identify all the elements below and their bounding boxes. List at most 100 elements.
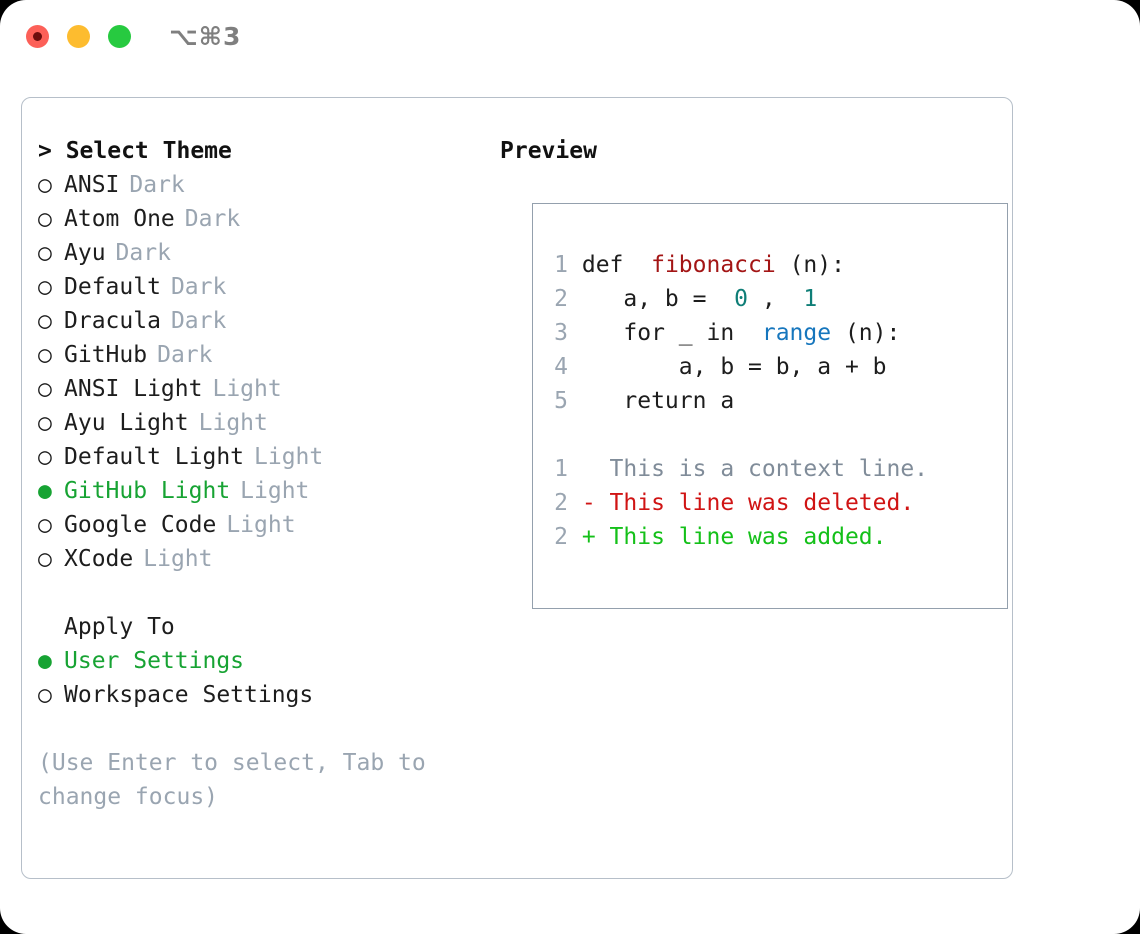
- maximize-button[interactable]: [108, 25, 131, 48]
- keyboard-shortcut-label: ⌥⌘3: [169, 22, 242, 51]
- code-line: 5 return a: [553, 384, 928, 418]
- preview-box: 1 def fibonacci (n): 2 a, b = 0 , 1 3 for …: [532, 203, 1008, 609]
- theme-option-variant-badge: Light: [143, 546, 213, 572]
- theme-option-ansi[interactable]: ○ ANSI Dark: [38, 168, 468, 202]
- theme-option-label: ANSI: [64, 172, 120, 198]
- theme-option-variant-badge: Dark: [170, 274, 227, 300]
- theme-option-label: Ayu Light: [64, 410, 189, 436]
- radio-unselected-icon: ○: [38, 512, 52, 538]
- theme-option-ansi-light[interactable]: ○ ANSI Light Light: [38, 372, 468, 406]
- theme-option-github-light[interactable]: ● GitHub Light Light: [38, 474, 468, 508]
- theme-option-default[interactable]: ○ Default Dark: [38, 270, 468, 304]
- theme-option-variant-badge: Dark: [170, 308, 227, 334]
- code-token: (n):: [831, 320, 901, 346]
- preview-column: Preview 1 def fibonacci (n): 2 a, b = 0 ,…: [500, 134, 1008, 609]
- code-token: for _ in: [568, 320, 749, 346]
- code-token: 1: [789, 286, 818, 312]
- line-number: 2: [554, 524, 568, 550]
- code-line: 4 a, b = b, a + b: [553, 350, 928, 384]
- radio-unselected-icon: ○: [38, 206, 52, 232]
- line-number: 2: [554, 286, 568, 312]
- apply-to-heading: Apply To: [64, 614, 175, 640]
- spacer: [38, 576, 468, 610]
- theme-option-default-light[interactable]: ○ Default Light Light: [38, 440, 468, 474]
- theme-option-variant-badge: Light: [240, 478, 310, 504]
- theme-option-label: GitHub Light: [64, 478, 231, 504]
- code-token: range: [748, 320, 832, 346]
- line-number: 5: [554, 388, 568, 414]
- code-token: (n):: [775, 252, 845, 278]
- code-token: fibonacci: [637, 252, 776, 278]
- code-line: 3 for _ in range (n):: [553, 316, 928, 350]
- line-number: 1: [554, 252, 568, 278]
- radio-unselected-icon: ○: [38, 172, 52, 198]
- apply-to-option-label: Workspace Settings: [64, 682, 314, 708]
- radio-unselected-icon: ○: [38, 444, 52, 470]
- code-token: a, b = b, a + b: [568, 354, 887, 380]
- theme-option-label: Default: [64, 274, 161, 300]
- theme-option-label: GitHub: [64, 342, 148, 368]
- apply-to-option-user-settings[interactable]: ● User Settings: [38, 644, 468, 678]
- theme-option-ayu-light[interactable]: ○ Ayu Light Light: [38, 406, 468, 440]
- line-number: 2: [554, 490, 568, 516]
- diff-line: 1 This is a context line.: [553, 452, 928, 486]
- radio-selected-icon: ●: [38, 478, 52, 504]
- apply-to-option-workspace-settings[interactable]: ○ Workspace Settings: [38, 678, 468, 712]
- radio-unselected-icon: ○: [38, 546, 52, 572]
- code-token: 0: [720, 286, 749, 312]
- code-token: def: [568, 252, 638, 278]
- preview-heading: Preview: [500, 138, 597, 164]
- theme-option-label: ANSI Light: [64, 376, 203, 402]
- radio-unselected-icon: ○: [38, 274, 52, 300]
- theme-option-github[interactable]: ○ GitHub Dark: [38, 338, 468, 372]
- line-number: 3: [554, 320, 568, 346]
- theme-option-variant-badge: Light: [212, 376, 282, 402]
- theme-option-variant-badge: Dark: [184, 206, 241, 232]
- preview-code: 1 def fibonacci (n): 2 a, b = 0 , 1 3 for …: [553, 248, 928, 554]
- close-button[interactable]: [26, 25, 49, 48]
- radio-selected-icon: ●: [38, 648, 52, 674]
- apply-to-marker-placeholder: [38, 610, 64, 644]
- theme-option-variant-badge: Light: [198, 410, 268, 436]
- theme-option-label: Atom One: [64, 206, 175, 232]
- code-gap: [553, 418, 928, 452]
- code-token: ,: [748, 286, 790, 312]
- theme-option-label: Google Code: [64, 512, 217, 538]
- code-token: This is a context line.: [568, 456, 929, 482]
- code-token: - This line was deleted.: [568, 490, 915, 516]
- diff-line: 2 - This line was deleted.: [553, 486, 928, 520]
- radio-unselected-icon: ○: [38, 342, 52, 368]
- theme-option-label: Default Light: [64, 444, 245, 470]
- radio-unselected-icon: ○: [38, 410, 52, 436]
- radio-unselected-icon: ○: [38, 682, 52, 708]
- code-token: + This line was added.: [568, 524, 887, 550]
- apply-to-option-label: User Settings: [64, 648, 245, 674]
- title-bar: ⌥⌘3: [0, 0, 1140, 78]
- code-token: a, b =: [568, 286, 721, 312]
- theme-option-atom-one[interactable]: ○ Atom One Dark: [38, 202, 468, 236]
- theme-option-label: Ayu: [64, 240, 106, 266]
- theme-option-variant-badge: Dark: [115, 240, 171, 266]
- apply-to-option-list: ● User Settings ○ Workspace Settings: [38, 644, 468, 712]
- theme-option-variant-badge: Dark: [129, 172, 185, 198]
- theme-option-variant-badge: Dark: [157, 342, 213, 368]
- theme-option-label: Dracula: [64, 308, 161, 334]
- select-theme-heading: > Select Theme: [38, 138, 232, 164]
- minimize-button[interactable]: [67, 25, 90, 48]
- code-line: 1 def fibonacci (n):: [553, 248, 928, 282]
- apply-to-heading-row: Apply To: [38, 610, 468, 644]
- line-number: 1: [554, 456, 568, 482]
- line-number: 4: [554, 354, 568, 380]
- keyboard-hint: (Use Enter to select, Tab to change focu…: [38, 750, 426, 810]
- theme-option-variant-badge: Light: [254, 444, 324, 470]
- radio-unselected-icon: ○: [38, 376, 52, 402]
- code-token: return a: [568, 388, 735, 414]
